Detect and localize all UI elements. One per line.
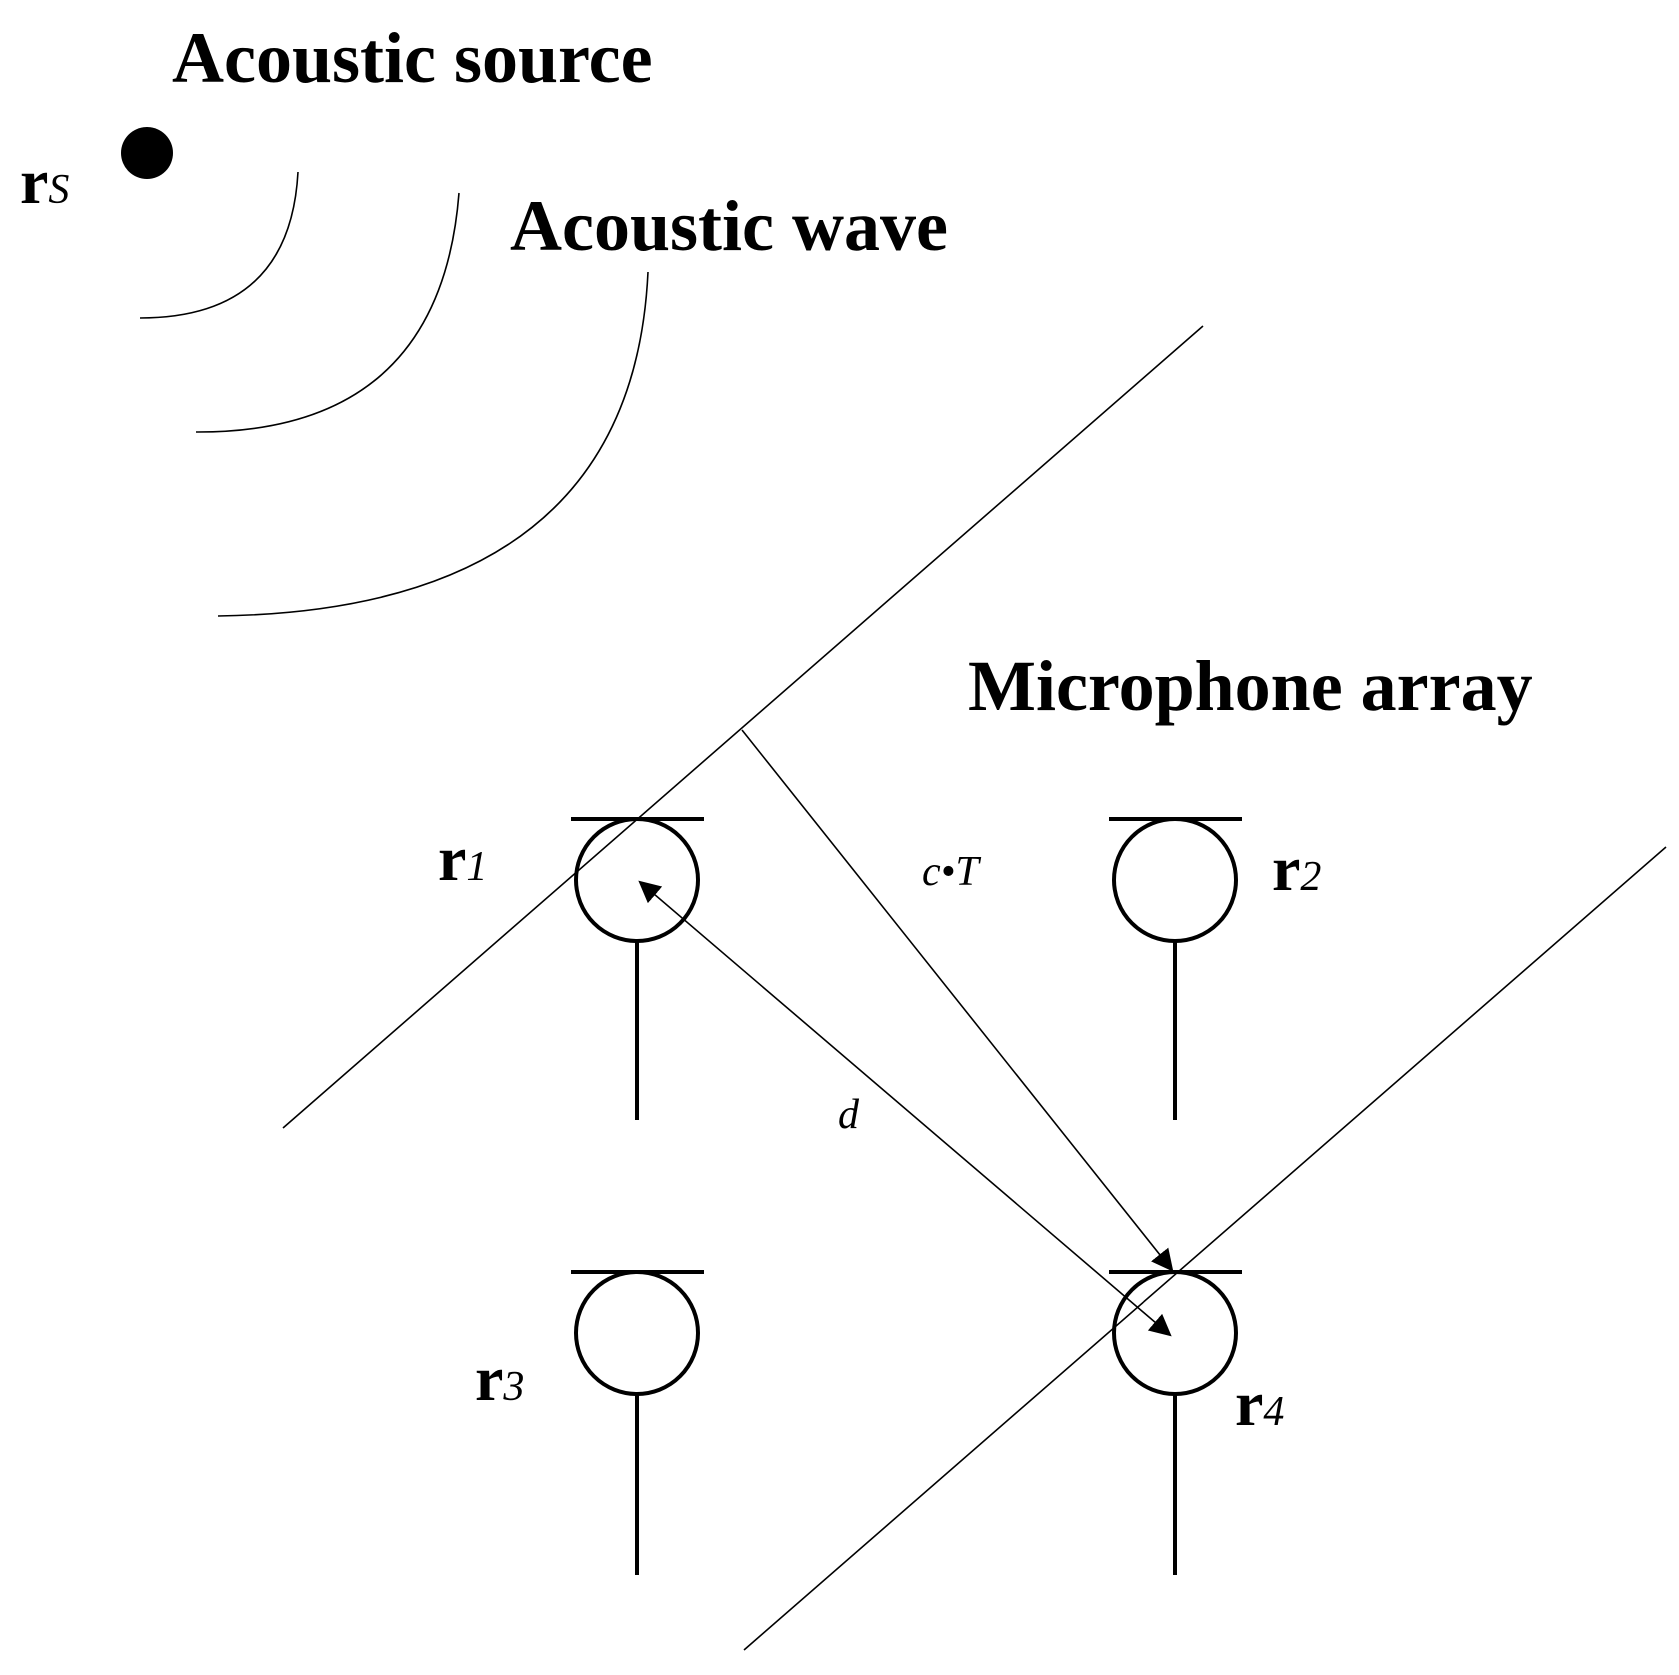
source-position-symbol: r	[20, 146, 48, 217]
microphone-2-label: r2	[1272, 833, 1321, 904]
wavefront-arc-1	[139, 171, 299, 319]
source-position-label: rS	[20, 146, 69, 217]
microphone-2: r2	[1109, 817, 1321, 1120]
microphone-spacing-arrow	[638, 880, 1172, 1337]
microphone-1: r1	[438, 817, 704, 1120]
microphone-4-icon	[1112, 1270, 1238, 1396]
microphone-2-subscript: 2	[1300, 854, 1321, 900]
microphone-1-symbol: r	[438, 823, 466, 894]
wavefront-arc-3	[217, 271, 649, 617]
microphone-3-symbol: r	[475, 1343, 503, 1414]
path-length-label: c•T	[922, 849, 981, 895]
microphone-4-label: r4	[1235, 1368, 1284, 1439]
microphone-1-label: r1	[438, 823, 487, 894]
plane-wavefront-line-2	[743, 846, 1667, 1651]
wavefront-arc-2	[195, 192, 460, 433]
acoustic-source-title: Acoustic source	[172, 18, 653, 98]
microphone-3-icon	[574, 1270, 700, 1396]
microphone-2-icon	[1112, 817, 1238, 943]
acoustic-wave-title: Acoustic wave	[510, 186, 948, 266]
wavefront-distance-arrow	[741, 729, 1174, 1272]
microphone-1-subscript: 1	[466, 844, 487, 890]
plane-wavefront-line-1	[282, 325, 1204, 1129]
spacing-label: d	[838, 1092, 860, 1138]
microphone-3: r3	[475, 1270, 704, 1575]
source-position-subscript: S	[48, 167, 69, 213]
microphone-4-symbol: r	[1235, 1368, 1263, 1439]
microphone-3-subscript: 3	[502, 1364, 524, 1410]
microphone-1-icon	[574, 817, 700, 943]
acoustic-source-dot	[121, 127, 173, 179]
microphone-3-label: r3	[475, 1343, 524, 1414]
microphone-4-subscript: 4	[1263, 1389, 1284, 1435]
microphone-array-title: Microphone array	[968, 646, 1533, 726]
microphone-4: r4	[1109, 1270, 1284, 1575]
microphone-2-symbol: r	[1272, 833, 1300, 904]
